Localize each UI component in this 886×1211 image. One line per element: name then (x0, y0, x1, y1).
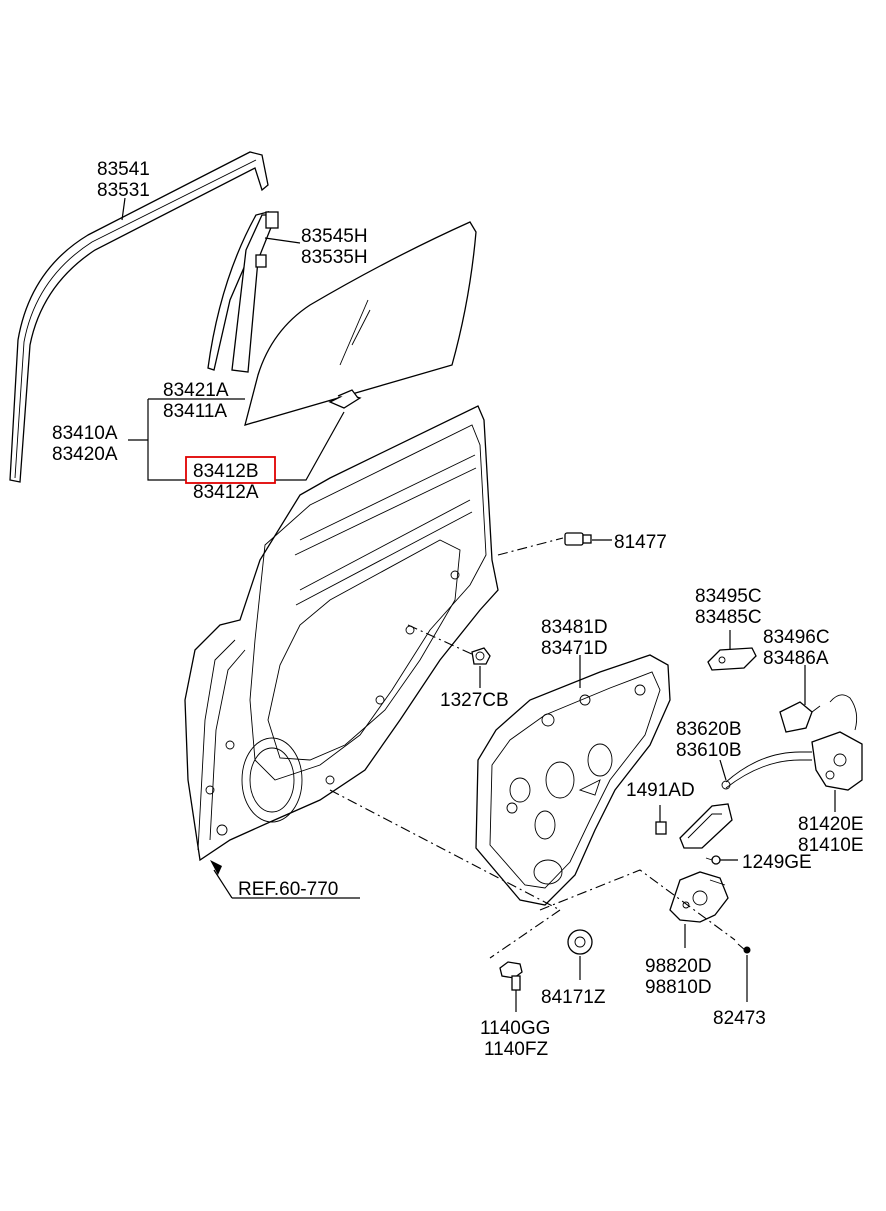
actuator-83496c-part (779, 694, 858, 733)
label-83410A: 83410A (52, 423, 118, 444)
door-panel-part (184, 405, 499, 862)
label-83412B: 83412B (193, 461, 259, 482)
label-83421A: 83421A (163, 380, 229, 401)
label-83535H: 83535H (301, 247, 368, 268)
regulator-motor-part (669, 871, 729, 923)
label-83545H: 83545H (301, 226, 368, 247)
label-83496C: 83496C (763, 627, 830, 648)
bolt-81477-part (564, 532, 592, 546)
highlight-box (185, 456, 276, 484)
nut-1327cb-part (471, 647, 491, 665)
label-83481D: 83481D (541, 617, 608, 638)
label-83620B: 83620B (676, 719, 742, 740)
module-panel-part (475, 654, 671, 906)
leader-lines (121, 197, 836, 1012)
label-1327CB: 1327CB (440, 690, 509, 711)
label-83610B: 83610B (676, 740, 742, 761)
label-83420A: 83420A (52, 444, 118, 465)
label-1491AD: 1491AD (626, 780, 695, 801)
cable-83620b-part (721, 751, 812, 790)
bracket-83495c-part (707, 647, 757, 671)
label-83471D: 83471D (541, 638, 608, 659)
label-83486A: 83486A (763, 648, 829, 669)
bolt-1140gg-part (499, 961, 523, 991)
label-83541: 83541 (97, 159, 150, 180)
label-81477: 81477 (614, 532, 667, 553)
inside-handle-part (655, 803, 733, 849)
label-83411A: 83411A (163, 401, 227, 422)
label-1140GG: 1140GG (480, 1018, 550, 1039)
label-81420E: 81420E (798, 814, 864, 835)
label-1249GE: 1249GE (742, 852, 812, 873)
label-82473: 82473 (713, 1008, 766, 1029)
label-81410E: 81410E (798, 835, 864, 856)
label-98820D: 98820D (645, 956, 712, 977)
label-84171Z: 84171Z (541, 987, 606, 1008)
label-83531: 83531 (97, 180, 150, 201)
label-1140FZ: 1140FZ (484, 1039, 548, 1060)
label-83412A: 83412A (193, 482, 259, 503)
glass-clip-part (328, 389, 362, 409)
label-ref: REF.60-770 (238, 879, 338, 900)
glass-run-channel-part (207, 211, 279, 373)
label-98810D: 98810D (645, 977, 712, 998)
label-83485C: 83485C (695, 607, 762, 628)
plug-84171z-part (567, 929, 593, 955)
label-83495C: 83495C (695, 586, 762, 607)
part-labels: 83541 83531 83545H 83535H 83421A 83411A … (52, 159, 864, 1060)
door-glass-part (244, 221, 477, 426)
weatherstrip-part (9, 151, 269, 483)
latch-81420e-part (811, 731, 863, 791)
screw-1249ge-part (705, 855, 721, 865)
pin-82473-part (743, 946, 751, 954)
